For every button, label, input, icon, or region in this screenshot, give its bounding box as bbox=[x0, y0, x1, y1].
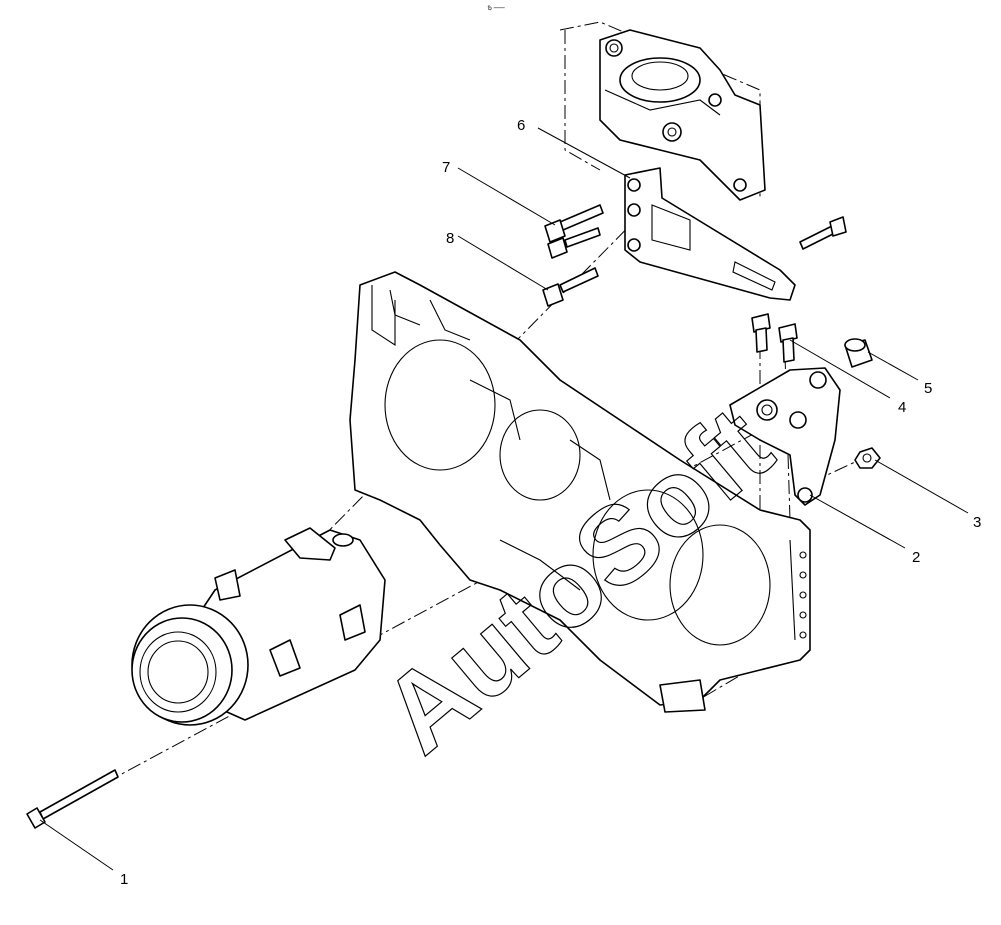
callout-3: 3 bbox=[973, 514, 981, 531]
spacer-part-5 bbox=[844, 338, 873, 368]
callout-1: 1 bbox=[120, 871, 128, 888]
callout-labels: 1 2 3 4 5 6 7 8 bbox=[120, 117, 981, 888]
gear-case-cover bbox=[349, 271, 811, 713]
bracket-part-2 bbox=[729, 367, 841, 506]
callout-5: 5 bbox=[924, 380, 932, 397]
callout-2: 2 bbox=[912, 549, 920, 566]
bracket-part-6 bbox=[624, 167, 796, 301]
callout-6: 6 bbox=[517, 117, 525, 134]
callout-4: 4 bbox=[898, 399, 906, 416]
bolt-part-7 bbox=[544, 204, 604, 259]
bolts-7-8 bbox=[542, 204, 847, 307]
compressor bbox=[131, 527, 386, 726]
sheet-mark: ␢ ─── bbox=[487, 5, 505, 12]
bolt-part-8 bbox=[542, 267, 599, 307]
nut-part-3 bbox=[854, 447, 881, 469]
leader-lines bbox=[39, 127, 969, 871]
pump-housing bbox=[599, 29, 766, 201]
callout-8: 8 bbox=[446, 230, 454, 247]
bolt-part-1 bbox=[26, 769, 119, 829]
bolt-right bbox=[799, 216, 847, 250]
callout-7: 7 bbox=[442, 159, 450, 176]
bolts-part-4 bbox=[751, 313, 798, 363]
